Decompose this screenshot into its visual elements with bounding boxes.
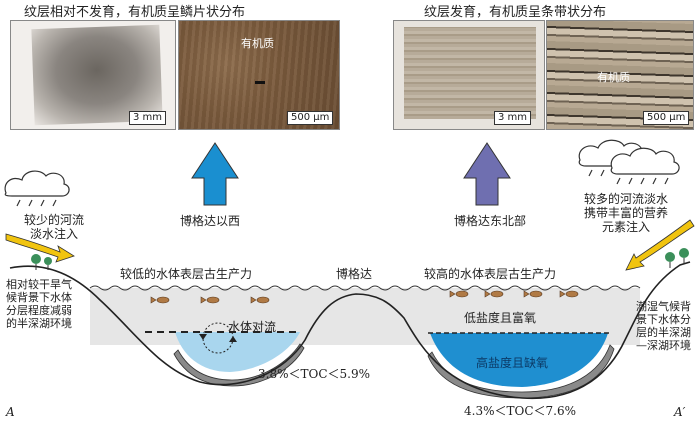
bogda-label: 博格达: [336, 267, 373, 281]
left-basin-surface-water: [100, 296, 322, 332]
left-inflow-arrow: [5, 233, 75, 263]
right-micro-photo: 有机质 500 μm: [546, 20, 694, 130]
low-salinity-label: 低盐度且富氧: [464, 311, 537, 325]
right-organic-matter-label: 有机质: [597, 71, 630, 84]
right-climate-text: 潮湿气候背景下水体分层的半深湖—深湖环境: [636, 300, 698, 352]
right-arrow-label: 博格达东北部: [454, 214, 527, 228]
section-end-left: A: [6, 405, 15, 419]
right-basin-deep-water: [430, 333, 608, 387]
convection-cycle-icon: [199, 322, 237, 354]
high-salinity-label: 高盐度且缺氧: [476, 356, 549, 370]
left-tree-icon: [31, 254, 52, 270]
right-inflow-text: 较多的河流淡水 携带丰富的营养 元素注入: [584, 192, 668, 234]
left-inflow-text: 较少的河流 淡水注入: [24, 213, 84, 241]
right-panel-caption: 纹层发育，有机质呈条带状分布: [424, 5, 607, 20]
left-panel-caption: 纹层相对不发育，有机质呈鳞片状分布: [24, 5, 246, 20]
right-micro-scale: 500 μm: [643, 111, 690, 125]
left-fish-icon: [150, 296, 270, 304]
section-end-right: A′: [674, 405, 686, 419]
right-rain-icon: [588, 169, 669, 185]
left-micro-photo: 有机质 500 μm: [178, 20, 340, 130]
left-climate-text-content: 相对较干旱气候背景下水体分层程度减弱的半深湖环境: [6, 278, 72, 330]
left-micro-scale: 500 μm: [287, 111, 334, 125]
right-toc-label: 4.3%＜TOC＜7.6%: [464, 404, 576, 418]
left-organic-matter-label: 有机质: [241, 37, 274, 50]
left-climate-text: 相对较干旱气候背景下水体分层程度减弱的半深湖环境: [6, 278, 78, 330]
left-basin-deep-water: [175, 332, 300, 372]
right-inflow-line-1: 较多的河流淡水: [584, 192, 669, 206]
right-cloud-icon: [578, 139, 680, 175]
left-arrow-label: 博格达以西: [180, 214, 241, 228]
left-core-scale: 3 mm: [129, 111, 167, 125]
left-toc-label: 3.8%＜TOC＜5.9%: [258, 367, 370, 381]
terrain-profile: [9, 261, 691, 400]
left-core-photo: 3 mm: [10, 20, 176, 130]
left-inflow-line-2: 淡水注入: [30, 227, 79, 241]
left-basin-sediment: [173, 343, 305, 387]
right-inflow-arrow: [625, 219, 695, 271]
convection-label: 水体对流: [228, 320, 277, 334]
left-productivity-label: 较低的水体表层古生产力: [120, 267, 253, 281]
right-inflow-line-2: 携带丰富的营养: [584, 206, 669, 220]
right-tree-icon: [665, 248, 689, 268]
left-rain-icon: [16, 199, 57, 207]
left-inflow-line-1: 较少的河流: [24, 213, 85, 227]
right-up-arrow: [463, 142, 511, 206]
water-surface-waves: [89, 285, 641, 291]
right-inflow-line-3: 元素注入: [602, 220, 651, 234]
right-core-photo: 3 mm: [393, 20, 545, 130]
left-up-arrow: [191, 142, 239, 206]
right-productivity-label: 较高的水体表层古生产力: [424, 267, 557, 281]
left-cloud-icon: [4, 170, 70, 197]
right-climate-text-content: 潮湿气候背景下水体分层的半深湖—深湖环境: [636, 300, 691, 352]
right-core-scale: 3 mm: [494, 111, 532, 125]
right-basin-sediment: [427, 344, 615, 399]
right-fish-icon: [449, 290, 579, 298]
